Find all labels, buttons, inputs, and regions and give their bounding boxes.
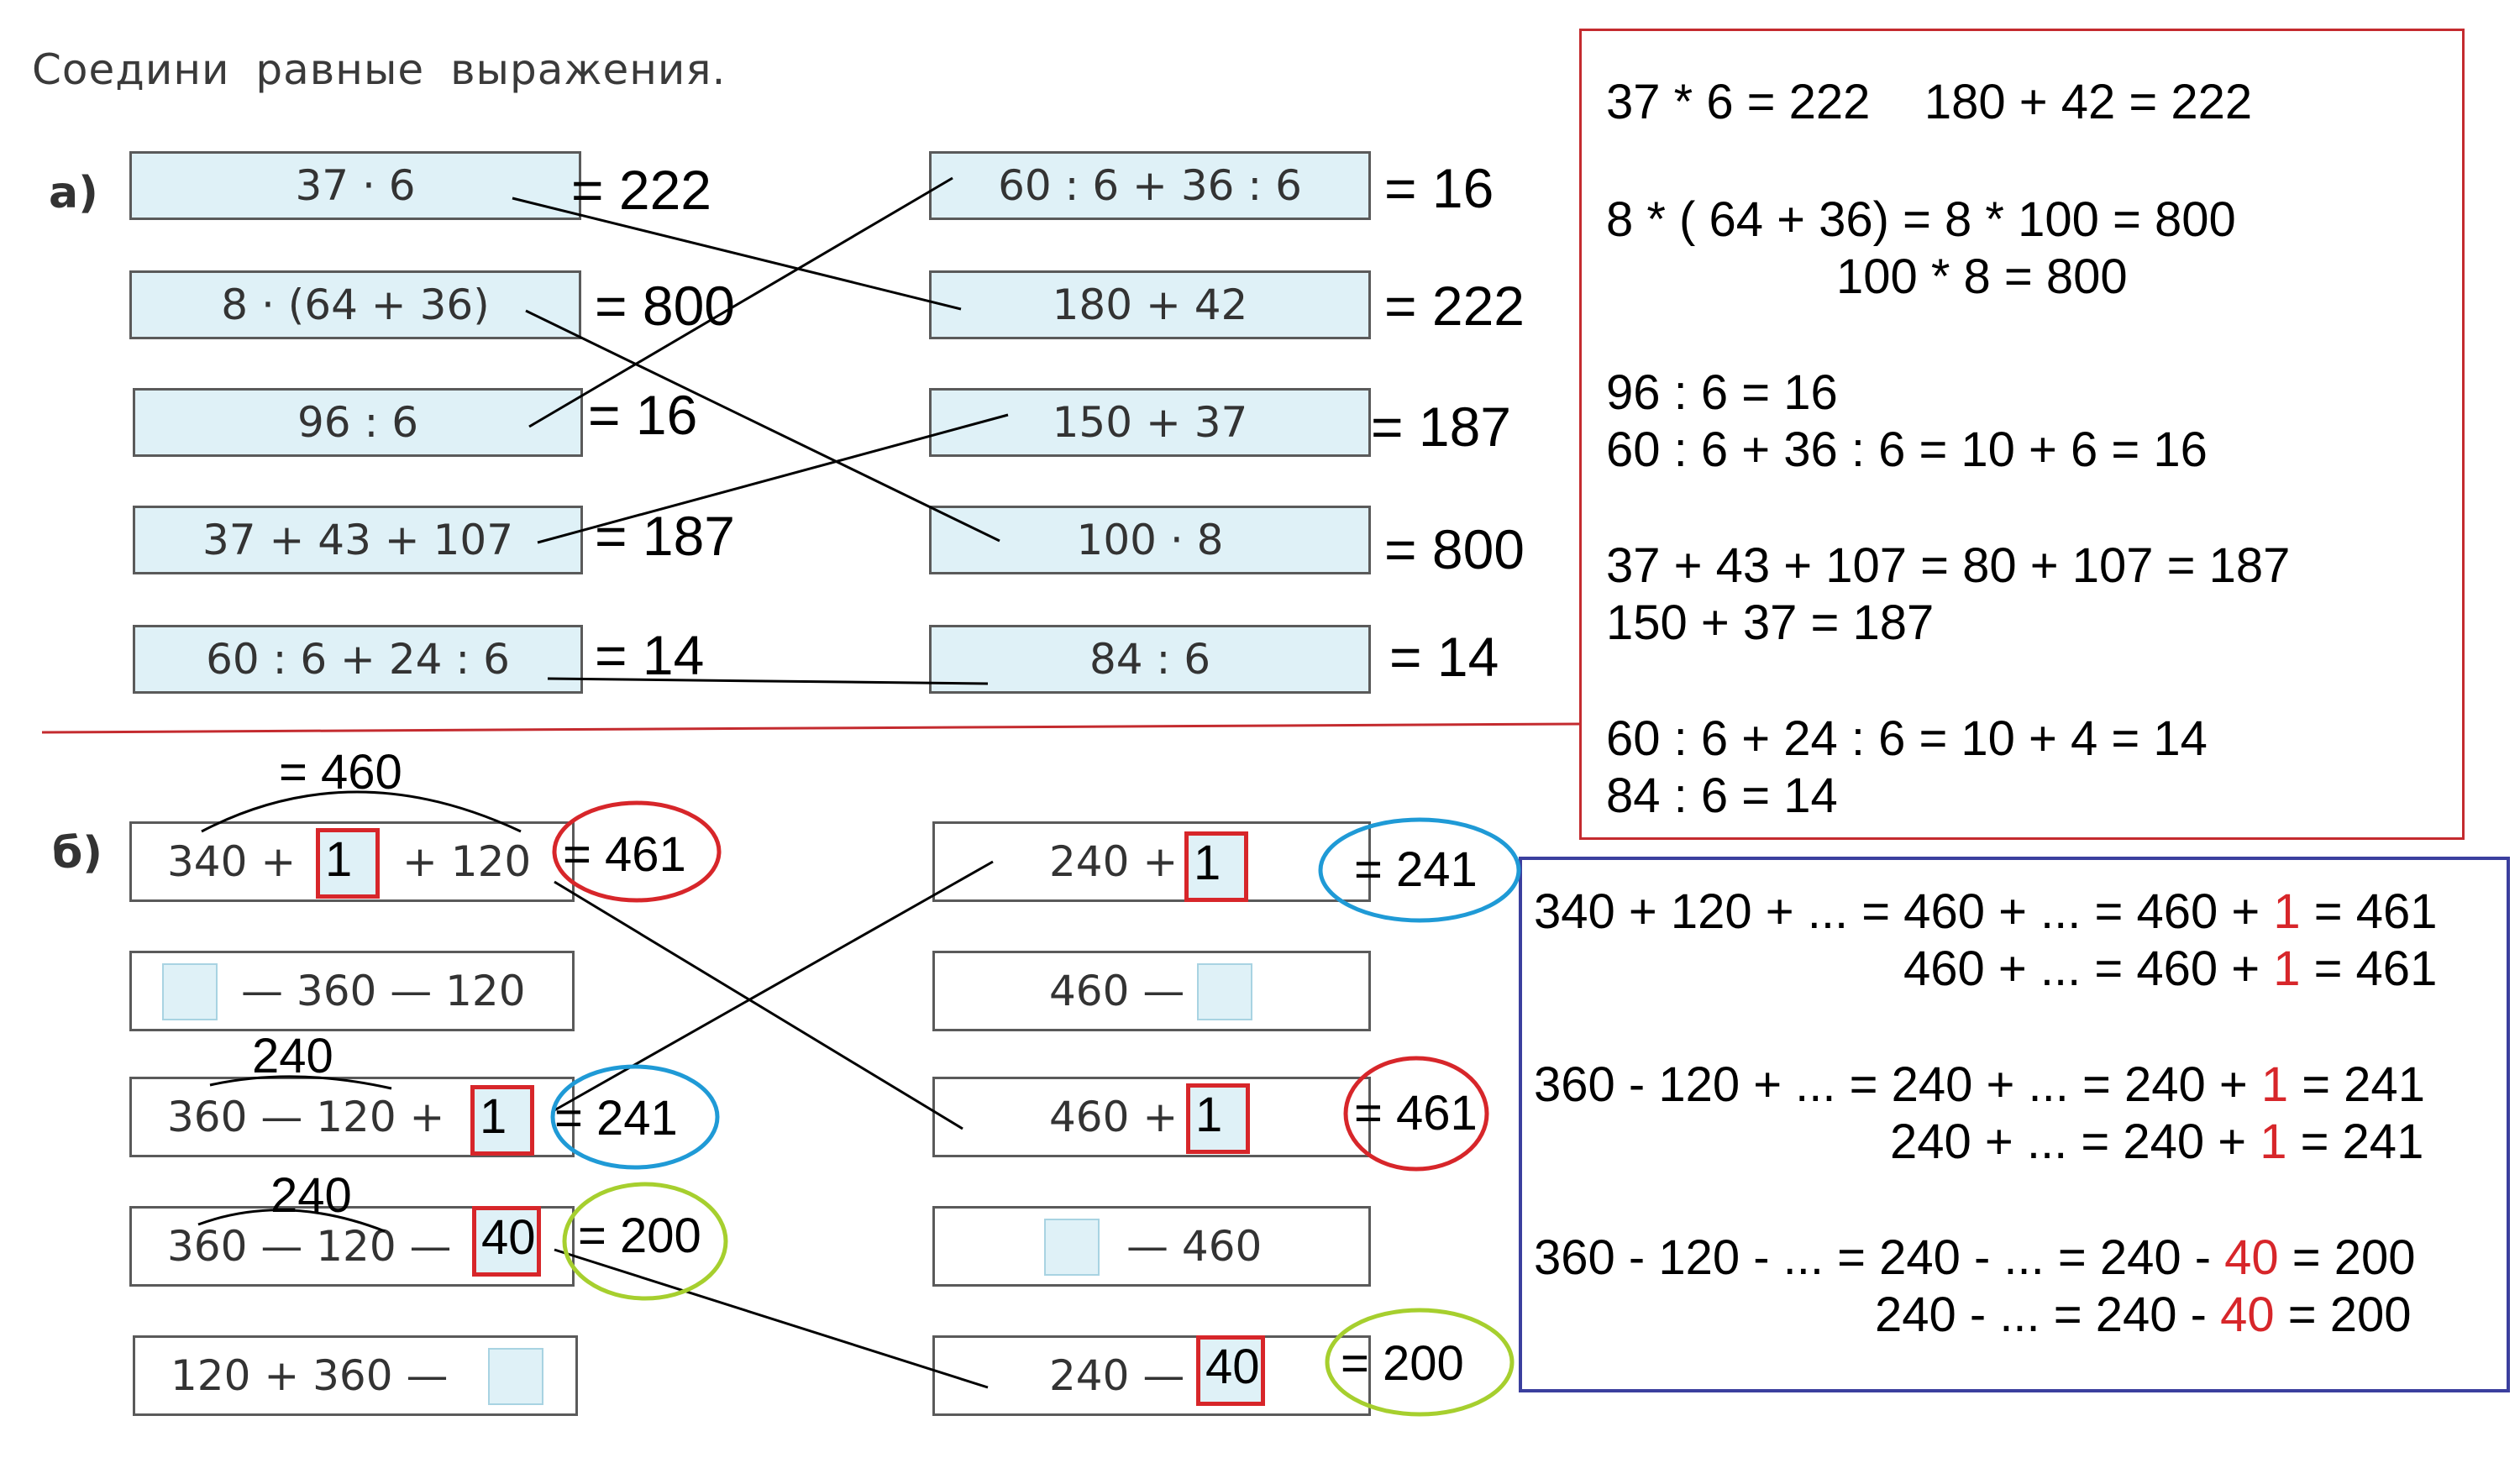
panel-a-line: 150 + 37 = 187	[1606, 595, 1935, 650]
answer-a-right-5: = 14	[1389, 626, 1499, 688]
filled-answer-box: 1	[470, 1085, 534, 1156]
expr-box-b-left-5: 120 + 360 —	[133, 1335, 578, 1416]
expr-box-a-right-2: 180 + 42	[929, 270, 1371, 339]
filled-answer-box: 40	[472, 1206, 541, 1277]
answer-b-right-1: = 241	[1354, 842, 1478, 897]
answer-a-left-5: = 14	[595, 624, 705, 686]
blue-ellipse	[550, 1064, 720, 1170]
expr-box-a-left-3: 96 : 6	[133, 388, 583, 457]
panel-b-line: 360 - 120 - ... = 240 - ... = 240 - 40 =…	[1534, 1230, 2416, 1285]
expr-box-a-left-4: 37 + 43 + 107	[133, 506, 583, 574]
green-ellipse	[1325, 1308, 1515, 1417]
panel-b-line: 240 + ... = 240 + 1 = 241	[1890, 1114, 2424, 1169]
blank-field[interactable]	[1044, 1219, 1100, 1276]
red-ellipse	[1343, 1056, 1489, 1172]
panel-a-line: 96 : 6 = 16	[1606, 365, 1838, 420]
filled-answer-box: 1	[1186, 1083, 1250, 1154]
panel-a-line: 37 * 6 = 222 180 + 42 = 222	[1606, 75, 2253, 129]
grouping-arc	[197, 1209, 386, 1233]
solution-panel-b	[1519, 857, 2510, 1392]
expr-box-a-right-4: 100 · 8	[929, 506, 1371, 574]
expr-box-b-right-5: 240 —	[932, 1335, 1371, 1416]
expr-box-a-right-3: 150 + 37	[929, 388, 1371, 457]
expr-box-a-right-5: 84 : 6	[929, 625, 1371, 694]
expr-part: — 460	[1126, 1222, 1263, 1271]
panel-b-line: 340 + 120 + ... = 460 + ... = 460 + 1 = …	[1534, 884, 2438, 939]
panel-a-line: 60 : 6 + 24 : 6 = 10 + 4 = 14	[1606, 711, 2208, 766]
grouping-arc	[201, 790, 522, 833]
blue-ellipse	[1318, 817, 1521, 923]
filled-answer-box: 1	[1184, 831, 1248, 902]
expr-box-b-right-3: 460 +	[932, 1077, 1371, 1157]
part-a-label: а)	[49, 168, 98, 218]
expr-part: 240 +	[1049, 837, 1179, 886]
expr-part: — 360 — 120	[241, 967, 526, 1015]
panel-a-line: 100 * 8 = 800	[1606, 249, 2128, 304]
filled-answer-box: 1	[316, 828, 380, 899]
answer-a-left-4: = 187	[595, 505, 735, 567]
panel-b-line: 360 - 120 + ... = 240 + ... = 240 + 1 = …	[1534, 1057, 2425, 1112]
task-title: Соедини равные выражения.	[32, 45, 727, 94]
answer-a-left-2: = 800	[595, 275, 735, 337]
expr-part: 120 + 360 —	[171, 1351, 449, 1400]
connector-line	[547, 677, 989, 685]
grouping-arc	[209, 1075, 392, 1090]
panel-a-line: 37 + 43 + 107 = 80 + 107 = 187	[1606, 538, 2291, 593]
annotation-overlay	[41, 176, 1580, 1417]
filled-answer-box: 40	[1196, 1335, 1265, 1406]
panel-b-line: 460 + ... = 460 + 1 = 461	[1903, 941, 2438, 996]
expr-box-b-right-2: 460 —	[932, 951, 1371, 1031]
green-ellipse	[562, 1182, 728, 1301]
red-ellipse	[552, 800, 722, 903]
answer-a-right-3: = 187	[1371, 396, 1511, 458]
note-b-left-1: = 460	[279, 745, 402, 800]
expr-part: 360 — 120 +	[167, 1093, 459, 1141]
connector-line	[537, 413, 1009, 544]
expr-part: 340 +	[167, 837, 310, 886]
expr-box-a-left-2: 8 · (64 + 36)	[129, 270, 581, 339]
expr-box-b-right-1: 240 +	[932, 821, 1371, 902]
answer-b-right-3: = 461	[1354, 1086, 1478, 1141]
panel-b-line: 240 - ... = 240 - 40 = 200	[1875, 1287, 2412, 1342]
note-b-left-3: 240	[252, 1029, 333, 1083]
answer-a-right-1: = 16	[1384, 157, 1494, 219]
expr-box-b-right-4: — 460	[932, 1206, 1371, 1287]
solution-panel-a	[1579, 29, 2465, 840]
blank-field[interactable]	[162, 963, 218, 1020]
expr-part: + 120	[402, 837, 532, 886]
expr-box-a-left-5: 60 : 6 + 24 : 6	[133, 625, 583, 694]
answer-b-right-5: = 200	[1341, 1336, 1464, 1391]
expr-part: 460 +	[1049, 1093, 1179, 1141]
connector-line	[525, 309, 1000, 543]
expr-part: 240 —	[1049, 1351, 1185, 1400]
blank-field[interactable]	[488, 1348, 543, 1405]
answer-a-left-3: = 16	[588, 384, 698, 446]
answer-a-right-4: = 800	[1384, 518, 1525, 580]
expr-box-a-right-1: 60 : 6 + 36 : 6	[929, 151, 1371, 220]
panel-a-line: 60 : 6 + 36 : 6 = 10 + 6 = 16	[1606, 422, 2208, 477]
answer-b-left-1: = 461	[563, 827, 686, 882]
expr-box-a-left-1: 37 · 6	[129, 151, 581, 220]
answer-a-left-1: = 222	[571, 159, 711, 221]
note-b-left-4: 240	[270, 1168, 352, 1223]
connector-line	[512, 197, 962, 311]
panel-a-line: 84 : 6 = 14	[1606, 768, 1838, 823]
answer-b-left-4: = 200	[578, 1209, 701, 1263]
expr-box-b-left-2: — 360 — 120	[129, 951, 575, 1031]
connector-line	[554, 880, 963, 1130]
blank-field[interactable]	[1197, 963, 1252, 1020]
answer-a-right-2: = 222	[1384, 275, 1525, 337]
section-divider-line	[41, 722, 1580, 734]
connector-line	[528, 176, 953, 428]
panel-a-line: 8 * ( 64 + 36) = 8 * 100 = 800	[1606, 192, 2236, 247]
expr-part: 460 —	[1049, 967, 1185, 1015]
connector-line	[554, 1248, 989, 1389]
part-b-label: б)	[52, 828, 103, 878]
